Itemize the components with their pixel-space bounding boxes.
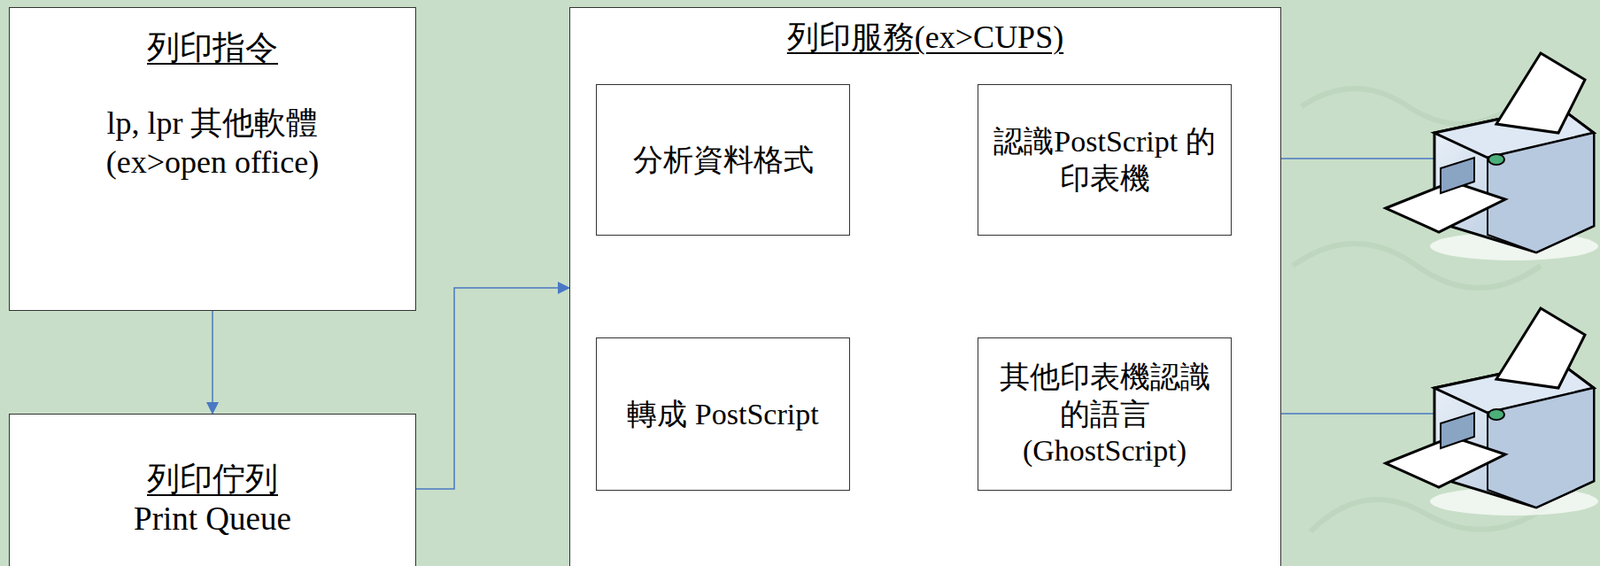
process-label: 認識PostScript 的印表機 bbox=[990, 123, 1219, 197]
queue-box: 列印佇列Print Queue bbox=[8, 413, 417, 566]
queue-label: Print Queue bbox=[133, 498, 292, 539]
process-label: 分析資料格式 bbox=[633, 141, 814, 178]
process-box: 分析資料格式 bbox=[595, 84, 851, 236]
command-box: 列印指令 lp, lpr 其他軟體 (ex>open office) bbox=[8, 7, 417, 311]
flow-arrow bbox=[416, 287, 570, 489]
flow-arrow bbox=[211, 310, 214, 414]
process-label: 轉成 PostScript bbox=[626, 395, 819, 433]
heading: 列印指令 bbox=[146, 27, 279, 68]
command-list: lp, lpr 其他軟體 (ex>open office) bbox=[66, 104, 359, 183]
printer-box: 認識PostScript 的印表機 bbox=[977, 84, 1232, 236]
process-box: 轉成 PostScript bbox=[595, 337, 851, 491]
process-label: 其他印表機認識的語言 (GhostScript) bbox=[990, 358, 1219, 469]
service-box: 列印服務(ex>CUPS) 分析資料格式轉成 PostScript 認識PostSc… bbox=[569, 7, 1282, 566]
heading: 列印服務(ex>CUPS) bbox=[787, 18, 1064, 58]
printer-icon bbox=[1385, 53, 1599, 261]
printer-box: 其他印表機認識的語言 (GhostScript) bbox=[977, 337, 1232, 491]
heading: 列印佇列 bbox=[146, 458, 279, 499]
